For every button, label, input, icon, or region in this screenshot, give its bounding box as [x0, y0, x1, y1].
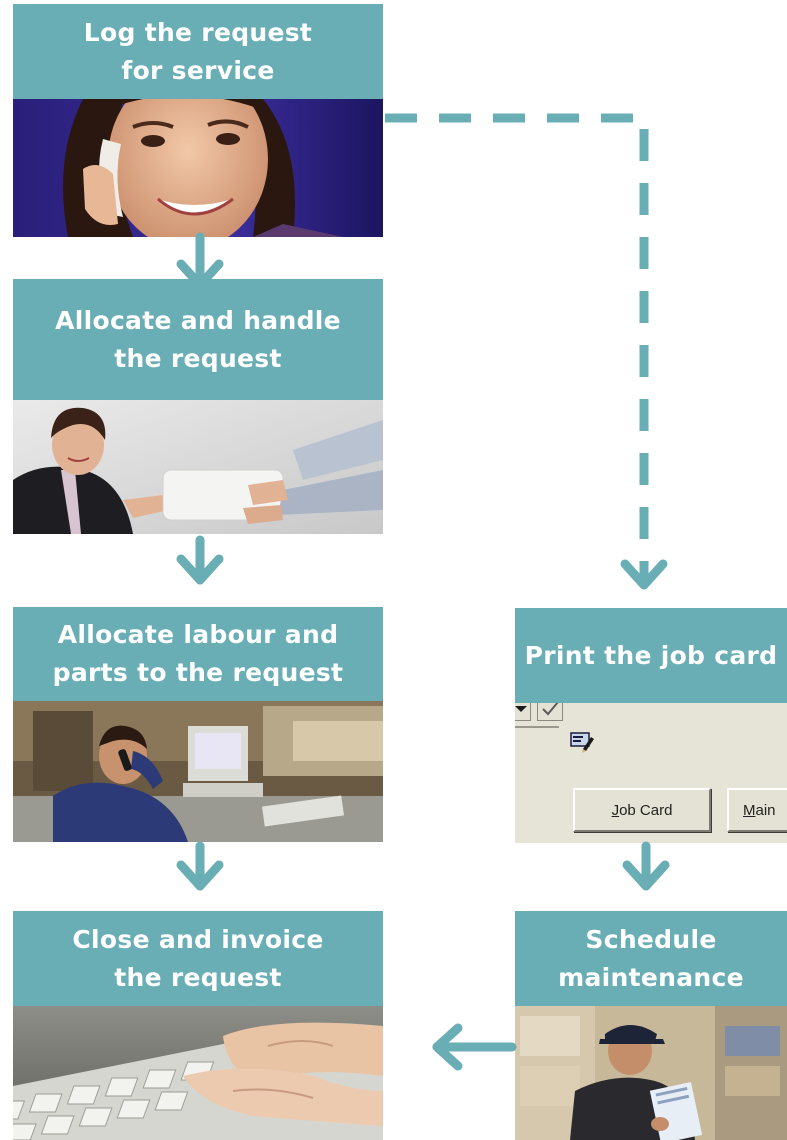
arrow-allocate-labour-to-close-invoice — [176, 841, 224, 891]
step-log-request-label: Log the request for service — [13, 4, 383, 99]
step-schedule-maintenance-label: Schedule maintenance — [515, 911, 787, 1006]
step-close-invoice-line2: the request — [114, 962, 282, 992]
step-log-request-line2: for service — [121, 55, 275, 85]
job-card-button-text: ob Card — [619, 801, 673, 819]
toolbar-divider — [515, 726, 559, 728]
arrow-schedule-to-close-invoice — [432, 1023, 517, 1071]
toolbar-check-icon — [537, 703, 563, 721]
toolbar-arrow-icon — [515, 703, 531, 721]
edit-card-icon — [569, 729, 595, 755]
step-schedule-line1: Schedule — [585, 924, 717, 954]
step-allocate-handle-line1: Allocate and handle — [55, 305, 341, 335]
arrow-print-to-schedule — [622, 841, 670, 891]
woman-on-phone-photo — [13, 99, 383, 237]
step-allocate-handle-line2: the request — [114, 343, 282, 373]
step-print-job-card-line1: Print the job card — [524, 640, 778, 670]
step-close-invoice-line1: Close and invoice — [72, 924, 324, 954]
step-print-job-card-label: Print the job card — [515, 608, 787, 703]
step-allocate-labour-label: Allocate labour and parts to the request — [13, 607, 383, 701]
step-schedule-line2: maintenance — [558, 962, 744, 992]
worker-with-clipboard-photo — [515, 1006, 787, 1140]
step-log-request-line1: Log the request — [83, 17, 313, 47]
dashed-arrow-log-to-print-job-card — [385, 113, 668, 590]
job-card-button-accel: J — [611, 801, 620, 819]
hands-on-keyboard-photo — [13, 1006, 383, 1140]
step-allocate-handle-label: Allocate and handle the request — [13, 279, 383, 400]
main-button-accel: M — [743, 801, 756, 819]
arrow-allocate-handle-to-allocate-labour — [176, 535, 224, 585]
main-button-text: ain — [755, 801, 776, 819]
arrow-log-to-allocate-handle — [176, 232, 224, 290]
step-allocate-labour-line1: Allocate labour and — [57, 620, 339, 649]
handing-over-package-photo — [13, 400, 383, 534]
step-allocate-labour-line2: parts to the request — [52, 658, 344, 687]
man-on-phone-at-desk-photo — [13, 701, 383, 842]
step-close-invoice-label: Close and invoice the request — [13, 911, 383, 1006]
